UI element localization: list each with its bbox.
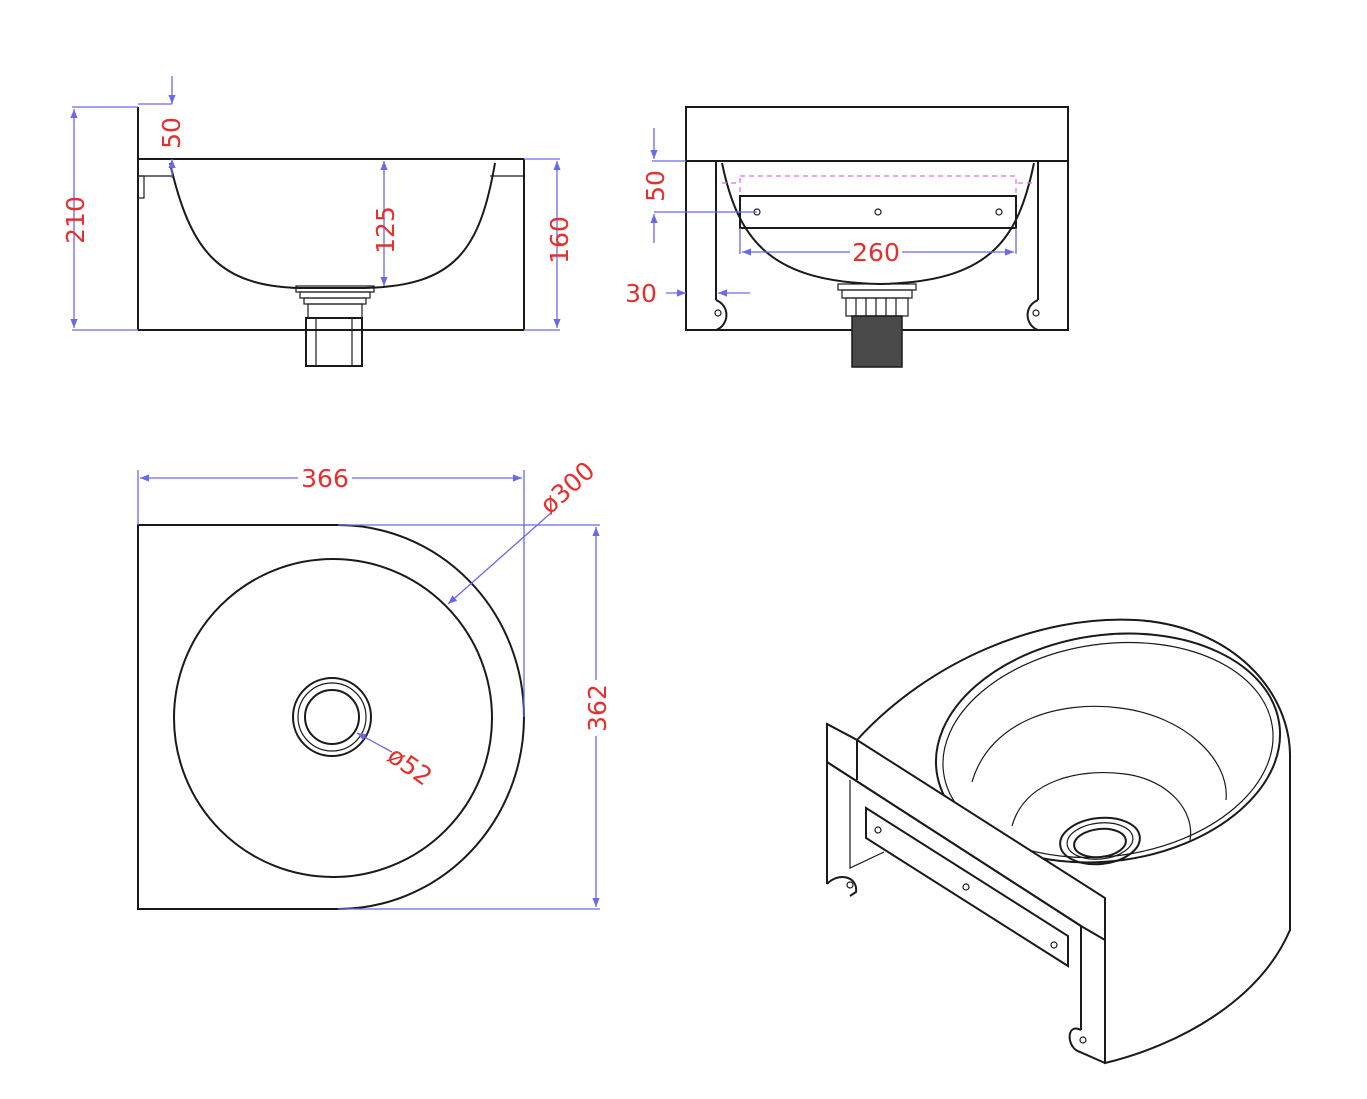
dim-basin-height: 160 — [545, 216, 574, 264]
drain-outer-ring — [292, 677, 372, 757]
iso-mounting-bracket — [865, 806, 1069, 968]
dim-bracket-length: 260 — [852, 238, 900, 267]
dim-bowl-depth: 125 — [371, 206, 400, 254]
side-view: 210 50 125 160 — [61, 76, 574, 367]
iso-bowl-shell — [855, 618, 1292, 1065]
dim-bracket-offset: 30 — [625, 279, 657, 308]
front-view-drain — [837, 283, 917, 368]
front-view-dimension-lines — [650, 128, 1017, 297]
bowl-rim — [173, 558, 493, 878]
dim-depth: 362 — [583, 684, 612, 732]
side-view-drain — [295, 285, 375, 367]
dim-top-offset-side: 50 — [157, 117, 186, 149]
front-view: 50 30 260 — [625, 106, 1069, 368]
side-view-dimension-lines — [70, 76, 561, 331]
plan-view-outline — [137, 524, 526, 910]
bracket-hole — [874, 208, 882, 216]
isometric-view — [826, 618, 1292, 1065]
side-view-basin-outline — [137, 107, 525, 331]
front-view-hidden-lines — [722, 175, 1034, 197]
dim-overall-height: 210 — [61, 196, 90, 244]
dim-top-offset-front: 50 — [641, 170, 670, 202]
front-view-mounting-bracket — [739, 195, 1017, 229]
plan-view-dimension-lines — [137, 470, 600, 910]
front-view-outline — [685, 106, 1069, 331]
drain-hole — [304, 689, 360, 745]
dim-bowl-diameter: ø300 — [534, 456, 600, 520]
iso-drain — [1059, 816, 1141, 866]
dim-width: 366 — [301, 464, 349, 493]
plan-view: 366 362 ø300 ø52 — [137, 456, 612, 910]
dim-drain-diameter: ø52 — [382, 741, 437, 792]
bracket-hole — [995, 208, 1003, 216]
